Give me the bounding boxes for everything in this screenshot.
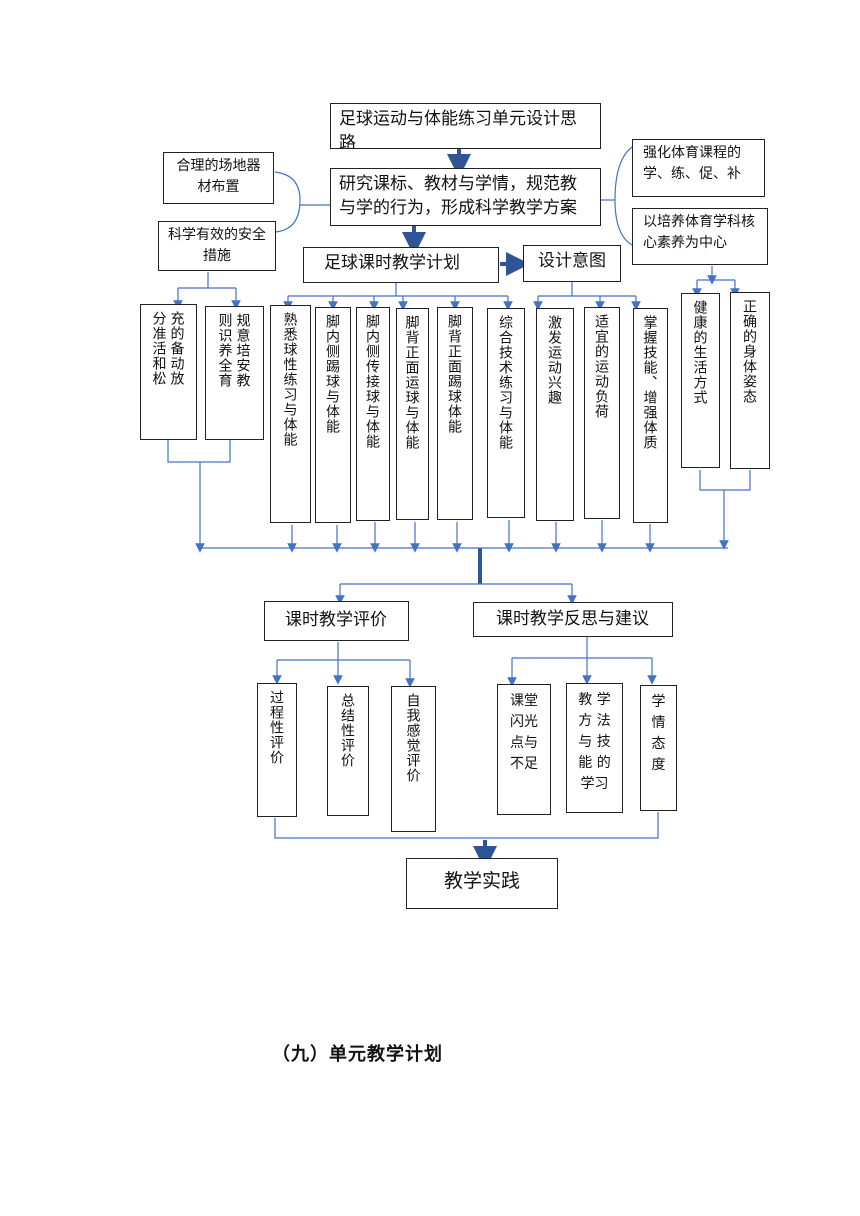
reflect-item-methods-line-2: 方 法 <box>578 713 611 729</box>
intent-item-interest-text: 激发运动兴趣 <box>546 315 562 405</box>
section-heading: （九）单元教学计划 <box>272 1044 443 1065</box>
safety-item-warmup-col-2: 充的备动放 <box>168 311 185 386</box>
research-box: 研究课标、教材与学情，规范教与学的行为，形成科学教学方案 <box>330 168 601 226</box>
reflect-item-methods-line-3: 与 技 <box>578 734 611 750</box>
eval-item-self-text: 自我感觉评价 <box>404 693 421 783</box>
core-item-lifestyle: 健康的生活方式 <box>681 293 720 468</box>
reflect-item-attitude-line-3: 态 <box>651 736 666 752</box>
intent-item-skills: 掌握技能、增强体质 <box>633 308 668 523</box>
core-item-lifestyle-text: 健康的生活方式 <box>691 300 708 405</box>
eval-item-self: 自我感觉评价 <box>391 686 436 832</box>
reflection-box: 课时教学反思与建议 <box>473 602 673 637</box>
reflect-item-methods-line-4: 能 的 <box>578 755 611 771</box>
core-literacy-box: 以培养体育学科核心素养为中心 <box>632 208 768 265</box>
content-item-ball-feel-text: 熟悉球性练习与体能 <box>281 312 298 447</box>
reflect-item-highlights-line-1: 课堂 <box>510 693 538 709</box>
core-item-posture: 正确的身体姿态 <box>730 292 770 469</box>
content-item-inside-pass: 脚内侧传接球与体能 <box>356 307 390 521</box>
content-item-instep-kick: 脚背正面踢球体能 <box>437 307 473 520</box>
eval-item-summary: 总结性评价 <box>327 686 369 816</box>
intent-item-interest: 激发运动兴趣 <box>536 308 574 521</box>
venue-equipment-box: 合理的场地器材布置 <box>163 152 274 204</box>
reflect-item-highlights-line-2: 闪光 <box>510 714 538 730</box>
content-item-combined: 综合技术练习与体能 <box>487 308 525 518</box>
safety-item-education-col-1: 则识养全育 <box>216 313 233 388</box>
diagram-title: 足球运动与体能练习单元设计思路 <box>330 103 601 149</box>
content-item-instep-dribble-text: 脚背正面运球与体能 <box>403 315 420 450</box>
reflect-item-highlights-line-3: 点与 <box>510 735 538 751</box>
reflect-item-methods-line-1: 教 学 <box>578 692 611 708</box>
intent-item-load: 适宜的运动负荷 <box>584 307 620 519</box>
core-item-posture-text: 正确的身体姿态 <box>741 299 757 404</box>
content-item-inside-kick-text: 脚内侧踢球与体能 <box>324 314 340 434</box>
content-item-instep-kick-text: 脚背正面踢球体能 <box>446 314 462 434</box>
evaluation-box: 课时教学评价 <box>264 601 409 641</box>
practice-box: 教学实践 <box>406 858 558 909</box>
safety-item-education-col-2: 规意培安教 <box>234 313 251 388</box>
reflect-item-highlights-line-4: 不足 <box>510 756 538 772</box>
reflect-item-methods-line-5: 学习 <box>580 776 609 792</box>
reflect-item-attitude-line-2: 情 <box>651 715 666 731</box>
reflect-item-attitude-line-1: 学 <box>651 694 666 710</box>
reflect-item-attitude: 学 情 态 度 <box>640 685 677 811</box>
design-intent-box: 设计意图 <box>523 245 621 282</box>
eval-item-process-text: 过程性评价 <box>268 690 284 765</box>
safety-item-warmup-col-1: 分准活和松 <box>150 311 167 386</box>
lesson-plan-box: 足球课时教学计划 <box>303 247 499 283</box>
reflect-item-attitude-line-4: 度 <box>651 757 666 773</box>
content-item-ball-feel: 熟悉球性练习与体能 <box>270 305 311 523</box>
reflect-item-methods: 教 学 方 法 与 技 能 的 学习 <box>566 683 623 813</box>
safety-item-education: 则识养全育规意培安教 <box>205 306 264 440</box>
eval-item-process: 过程性评价 <box>257 683 297 817</box>
intent-item-skills-text: 掌握技能、增强体质 <box>641 315 658 450</box>
content-item-inside-pass-text: 脚内侧传接球与体能 <box>364 314 380 449</box>
reflect-item-highlights: 课堂 闪光 点与 不足 <box>497 684 551 815</box>
content-item-combined-text: 综合技术练习与体能 <box>497 315 513 450</box>
curriculum-strengthen-box: 强化体育课程的学、练、促、补 <box>632 139 765 197</box>
intent-item-load-text: 适宜的运动负荷 <box>593 314 609 419</box>
eval-item-summary-text: 总结性评价 <box>339 693 355 768</box>
content-item-instep-dribble: 脚背正面运球与体能 <box>396 308 429 520</box>
safety-measures-box: 科学有效的安全措施 <box>158 221 276 271</box>
safety-item-warmup: 分准活和松充的备动放 <box>140 304 197 440</box>
content-item-inside-kick: 脚内侧踢球与体能 <box>315 307 351 523</box>
